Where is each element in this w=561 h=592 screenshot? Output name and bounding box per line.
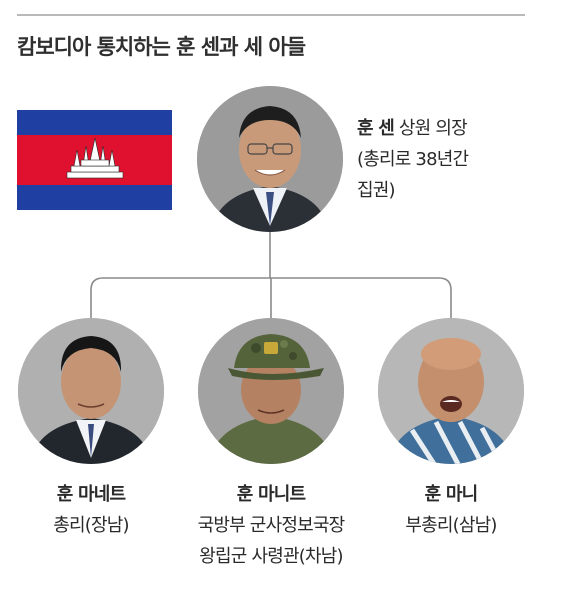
hun-manith-role-line1: 국방부 군사정보국장 — [197, 515, 346, 536]
hun-manith-label: 훈 마니트 국방부 군사정보국장 왕립군 사령관(차남) — [176, 479, 366, 572]
hun-sen-name: 훈 센 — [357, 118, 395, 139]
hun-sen-note-line2: 집권) — [357, 180, 396, 201]
hun-sen-label: 훈 센 상원 의장 (총리로 38년간 집권) — [357, 113, 469, 206]
hun-manet-portrait — [18, 318, 164, 464]
hun-many-role: 부총리(삼남) — [405, 515, 497, 536]
hun-many-portrait — [378, 318, 524, 464]
angkor-wat-icon — [66, 137, 124, 179]
hun-sen-note-line1: (총리로 38년간 — [357, 149, 469, 170]
top-rule — [17, 14, 525, 16]
hun-sen-portrait — [197, 86, 343, 232]
hun-many-name: 훈 마니 — [424, 484, 479, 505]
hun-many-label: 훈 마니 부총리(삼남) — [356, 479, 546, 541]
hun-manet-label: 훈 마네트 총리(장남) — [0, 479, 186, 541]
hun-manith-portrait — [198, 318, 344, 464]
cambodia-flag-icon — [17, 110, 172, 210]
hun-manith-role-line2: 왕립군 사령관(차남) — [199, 546, 343, 567]
hun-sen-role: 상원 의장 — [398, 118, 468, 139]
page-title: 캄보디아 통치하는 훈 센과 세 아들 — [17, 35, 306, 59]
hun-manet-name: 훈 마네트 — [56, 484, 126, 505]
hun-manith-name: 훈 마니트 — [236, 484, 306, 505]
hun-manet-role: 총리(장남) — [53, 515, 129, 536]
